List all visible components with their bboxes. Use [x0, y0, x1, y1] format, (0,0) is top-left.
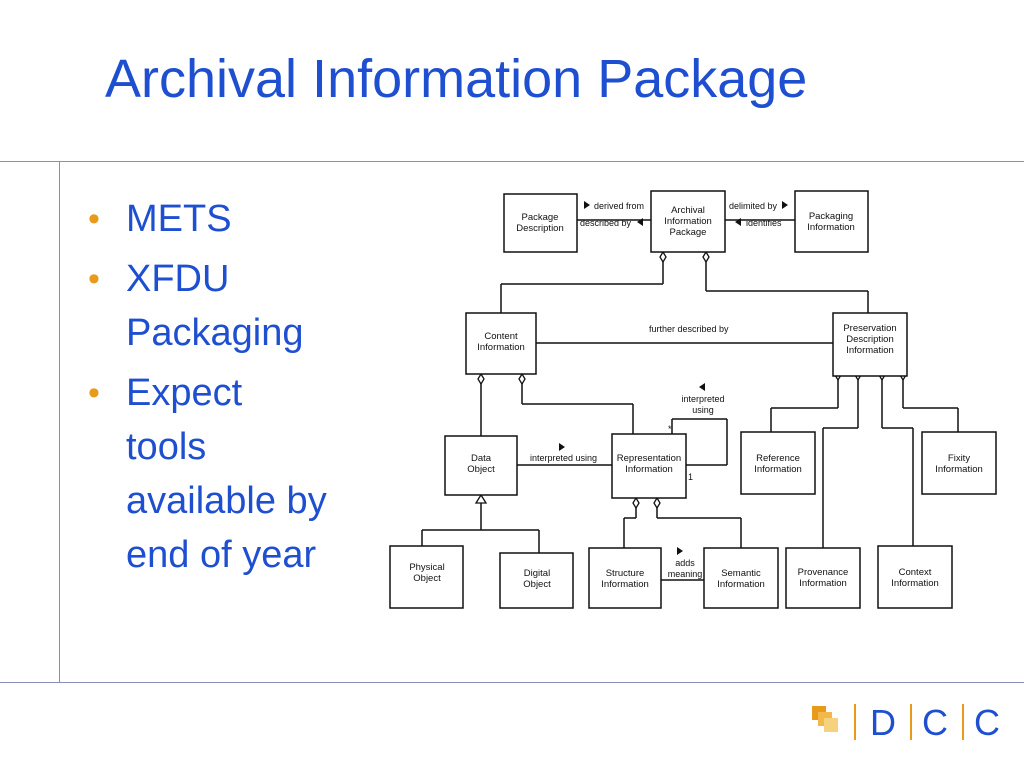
- arrow-right-icon: [584, 201, 590, 209]
- bottom-divider: [0, 682, 1024, 683]
- box-label: Object: [523, 579, 551, 590]
- arrow-right-icon: [677, 547, 683, 555]
- relation-label: using: [692, 405, 714, 415]
- box-label: Object: [413, 573, 441, 584]
- relation-label: interpreted: [681, 394, 724, 404]
- box-label: Content: [484, 331, 518, 342]
- box-representation-information: [611, 433, 687, 499]
- box-label: Information: [601, 579, 649, 590]
- box-label: Information: [799, 578, 847, 589]
- relation-label: identifies: [746, 218, 782, 228]
- box-label: Information: [846, 345, 894, 356]
- box-archival-information-package: [650, 190, 726, 253]
- arrow-right-icon: [782, 201, 788, 209]
- box-label: Provenance: [798, 567, 849, 578]
- box-label: Package: [670, 227, 707, 238]
- box-label: Reference: [756, 453, 800, 464]
- box-label: Information: [664, 216, 712, 227]
- relation-label: described by: [580, 218, 632, 228]
- box-label: Object: [467, 464, 495, 475]
- box-reference-information: [740, 431, 816, 495]
- relation-label: derived from: [594, 201, 644, 211]
- box-data-object: [444, 435, 518, 496]
- box-preservation-description-information: [832, 312, 908, 377]
- box-label: Description: [516, 223, 564, 234]
- left-divider: [59, 161, 60, 683]
- bullet-icon: •: [88, 374, 100, 412]
- box-packaging-information: [794, 190, 869, 253]
- box-label: Context: [899, 567, 932, 578]
- logo-divider: [962, 704, 964, 740]
- arrow-left-icon: [637, 218, 643, 226]
- logo-divider: [854, 704, 856, 740]
- bullet-item: •METS: [88, 192, 388, 246]
- diagram-boxes: [389, 190, 997, 609]
- arrow-right-icon: [559, 443, 565, 451]
- box-label: Information: [807, 222, 855, 233]
- box-label: Fixity: [948, 453, 970, 464]
- box-label: Semantic: [721, 568, 761, 579]
- box-label: Data: [471, 453, 492, 464]
- relation-label: delimited by: [729, 201, 778, 211]
- box-label: Description: [846, 334, 894, 345]
- bullet-item: •XFDU Packaging: [88, 252, 388, 360]
- multiplicity-label: *: [668, 424, 672, 434]
- relation-label: meaning: [668, 569, 703, 579]
- box-digital-object: [499, 552, 574, 609]
- bullet-icon: •: [88, 260, 100, 298]
- connector-lines: [421, 219, 959, 581]
- top-divider: [0, 161, 1024, 162]
- multiplicity-label: 1: [688, 472, 693, 482]
- logo-letter: D: [870, 702, 896, 743]
- box-fixity-information: [921, 431, 997, 495]
- box-content-information: [465, 312, 537, 375]
- relation-label: interpreted using: [530, 453, 597, 463]
- slide-title: Archival Information Package: [105, 49, 808, 109]
- box-label: Preservation: [843, 323, 896, 334]
- direction-arrows: [559, 201, 788, 555]
- box-context-information: [877, 545, 953, 609]
- dcc-logo: D C C: [812, 700, 1012, 744]
- box-structure-information: [588, 547, 662, 609]
- box-label: Information: [891, 578, 939, 589]
- box-package-description: [503, 193, 578, 253]
- arrow-left-icon: [735, 218, 741, 226]
- box-label: Information: [625, 464, 673, 475]
- box-label: Information: [935, 464, 983, 475]
- box-provenance-information: [785, 547, 861, 609]
- box-label: Digital: [524, 568, 550, 579]
- relation-label: adds: [675, 558, 695, 568]
- arrow-left-icon: [699, 383, 705, 391]
- logo-divider: [910, 704, 912, 740]
- box-label: Information: [717, 579, 765, 590]
- box-label: Physical: [409, 562, 444, 573]
- bullet-item: •Expect tools available by end of year: [88, 366, 388, 582]
- logo-letter: C: [974, 702, 1000, 743]
- box-label: Archival: [671, 205, 705, 216]
- relation-label: further described by: [649, 324, 729, 334]
- logo-square-icon: [824, 718, 838, 732]
- box-label: Package: [522, 212, 559, 223]
- box-physical-object: [389, 545, 464, 609]
- box-label: Information: [754, 464, 802, 475]
- box-label: Representation: [617, 453, 681, 464]
- box-labels: Package Description Archival Information…: [409, 205, 982, 590]
- box-semantic-information: [703, 547, 779, 609]
- relation-labels: derived from described by delimited by i…: [530, 201, 782, 579]
- box-label: Information: [477, 342, 525, 353]
- bullet-icon: •: [88, 200, 100, 238]
- box-label: Packaging: [809, 211, 853, 222]
- logo-letter: C: [922, 702, 948, 743]
- bullet-list: •METS •XFDU Packaging •Expect tools avai…: [88, 192, 388, 588]
- box-label: Structure: [606, 568, 645, 579]
